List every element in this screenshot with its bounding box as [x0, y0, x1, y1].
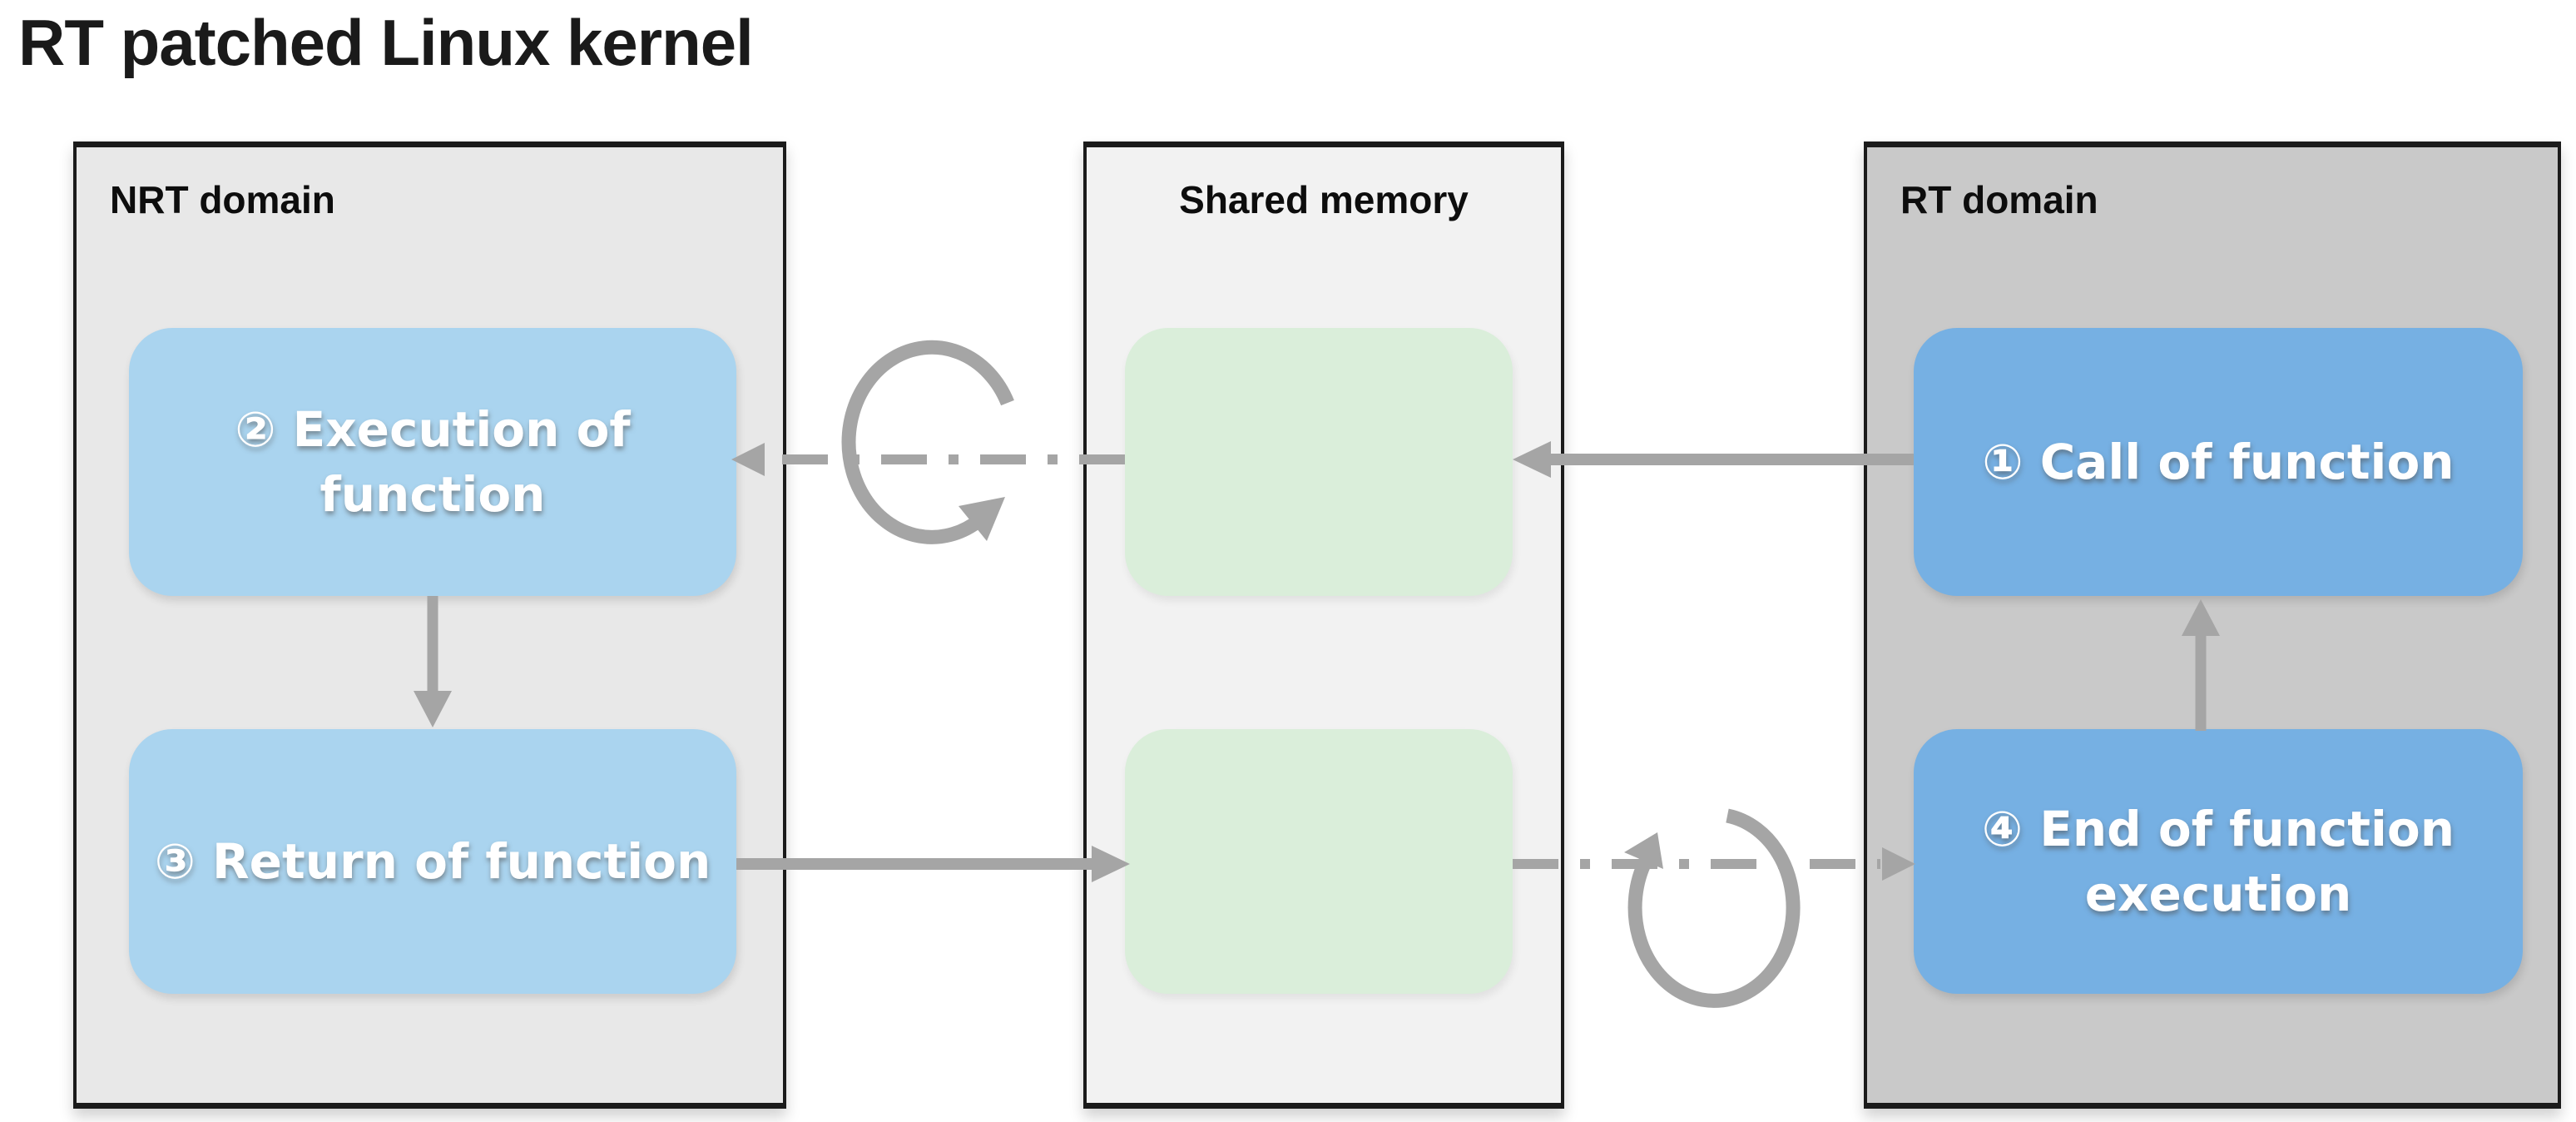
shared-memory-slot-top [1125, 328, 1513, 596]
box-end-of-function-execution: ④ End of function execution [1914, 729, 2523, 994]
arrow-call-to-shared [1513, 441, 1914, 478]
box-return-line-1: ③ Return of function [154, 832, 711, 890]
arrow-return-to-shared [736, 846, 1130, 882]
box-end-line-1: ④ End of function [1981, 800, 2455, 857]
box-execution-line-2: function [320, 466, 546, 523]
loop-arrow-icon-top [841, 340, 1014, 544]
box-end-line-2: execution [2084, 866, 2352, 922]
panel-nrt-domain: NRT domain ② Execution of function ③ Ret… [73, 141, 786, 1109]
box-call-line-1: ① Call of function [1982, 433, 2455, 490]
shared-memory-slot-bottom [1125, 729, 1513, 994]
panel-rt-domain: RT domain ① Call of function ④ End of fu… [1864, 141, 2561, 1109]
box-call-of-function: ① Call of function [1914, 328, 2523, 596]
box-execution-of-function: ② Execution of function [129, 328, 736, 596]
panel-shared-memory: Shared memory [1083, 141, 1564, 1109]
box-return-of-function: ③ Return of function [129, 729, 736, 994]
page-title: RT patched Linux kernel [18, 6, 754, 79]
loop-arrow-icon-bottom [1624, 808, 1801, 1008]
box-execution-line-1: ② Execution of [235, 400, 631, 458]
panel-rt-label: RT domain [1900, 178, 2098, 221]
arrow-shared-to-execution [731, 443, 1125, 476]
arrow-shared-to-end [1513, 847, 1915, 881]
panel-shared-label: Shared memory [1179, 178, 1469, 221]
panel-nrt-label: NRT domain [110, 178, 335, 221]
